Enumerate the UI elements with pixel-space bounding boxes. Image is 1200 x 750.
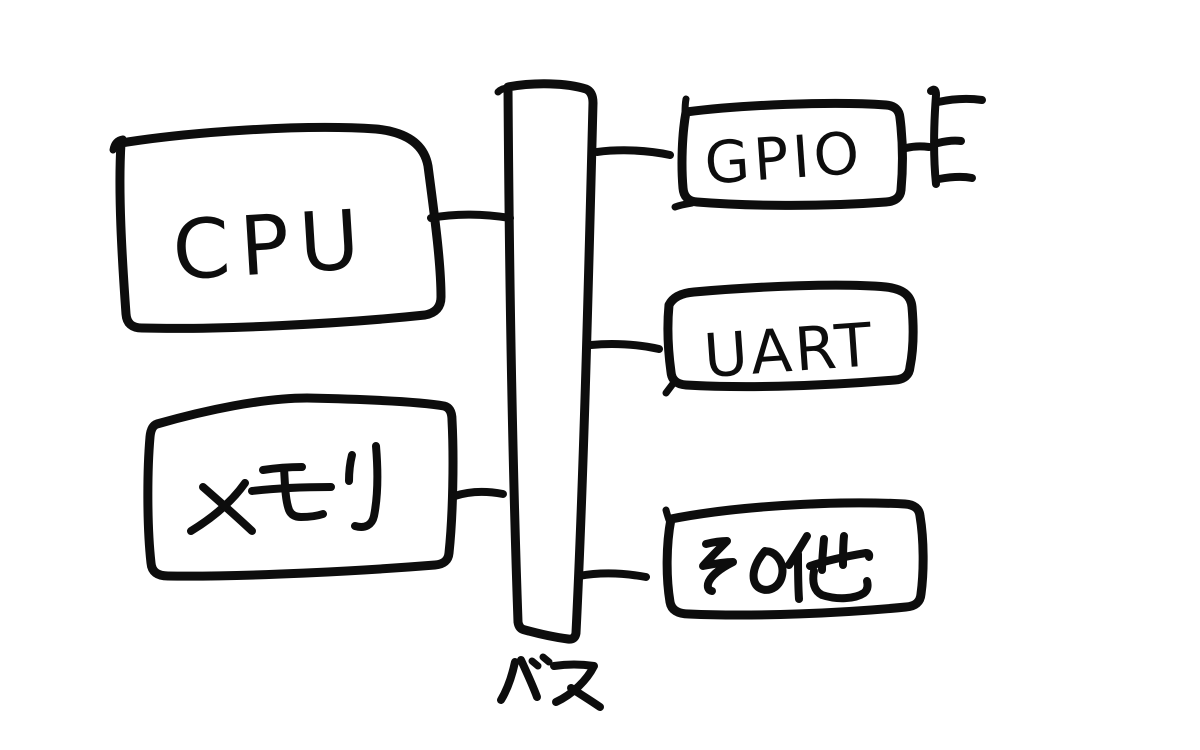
- ba-stroke-1: [497, 658, 519, 704]
- me-stroke-2: [199, 483, 256, 535]
- pin-top: [934, 94, 986, 106]
- pin-middle: [934, 136, 965, 147]
- ri-stroke-1: [345, 451, 356, 485]
- others-box-pen-tick: [662, 506, 673, 524]
- cpu-node: CPU: [109, 122, 446, 333]
- ba-dakuten-2: [539, 653, 553, 666]
- ba-stroke-2: [517, 656, 541, 701]
- gpio-pins-connector: [902, 142, 933, 152]
- memory-node: メモリ: [143, 393, 458, 581]
- ta-stroke-4: [839, 532, 848, 569]
- others-label-handwriting: [699, 532, 874, 603]
- external-pins-icon: [927, 85, 986, 188]
- gpio-label: GPIO: [702, 119, 865, 198]
- ta-stroke-3: [818, 535, 828, 574]
- bus-bar-pen-tick: [494, 84, 512, 96]
- uart-label: UART: [702, 310, 877, 392]
- cpu-box-pen-tick: [109, 135, 127, 154]
- me-stroke-1: [187, 479, 249, 535]
- pins-spine: [927, 85, 940, 188]
- uart-box-pen-tick: [662, 377, 679, 397]
- uart-node: UART: [662, 280, 918, 397]
- mo-stroke-3: [280, 464, 327, 521]
- others-box: [662, 498, 928, 620]
- no-stroke: [749, 547, 787, 594]
- bus-bar: [503, 79, 598, 644]
- cpu-bus-connector: [427, 210, 514, 222]
- ta-stroke-2: [794, 550, 803, 603]
- su-stroke-2: [567, 684, 604, 711]
- bus-label-handwriting: [497, 653, 604, 711]
- memory-bus-connector: [451, 487, 507, 500]
- bus-others-connector: [575, 569, 650, 581]
- pin-bottom: [935, 172, 976, 183]
- memory-label-handwriting: [187, 442, 382, 535]
- cpu-label: CPU: [170, 192, 372, 299]
- su-stroke-1: [550, 660, 598, 706]
- ta-stroke-6: [809, 567, 872, 603]
- ri-stroke-2: [351, 442, 382, 531]
- memory-box: [143, 393, 458, 581]
- bus-uart-connector: [587, 340, 663, 353]
- so-stroke: [699, 537, 737, 595]
- bus-gpio-connector: [593, 146, 674, 159]
- gpio-node: GPIO: [671, 95, 907, 211]
- ba-dakuten-1: [528, 657, 542, 670]
- gpio-box-pen-tick-bottom: [671, 199, 696, 211]
- mo-stroke-2: [248, 483, 335, 495]
- cpu-box: [115, 122, 446, 333]
- ta-stroke-5: [806, 549, 874, 570]
- bus-node: バス: [494, 79, 604, 711]
- gpio-box-pen-tick-top: [681, 95, 690, 118]
- others-node: その他: [662, 498, 928, 620]
- gpio-box: [677, 98, 907, 210]
